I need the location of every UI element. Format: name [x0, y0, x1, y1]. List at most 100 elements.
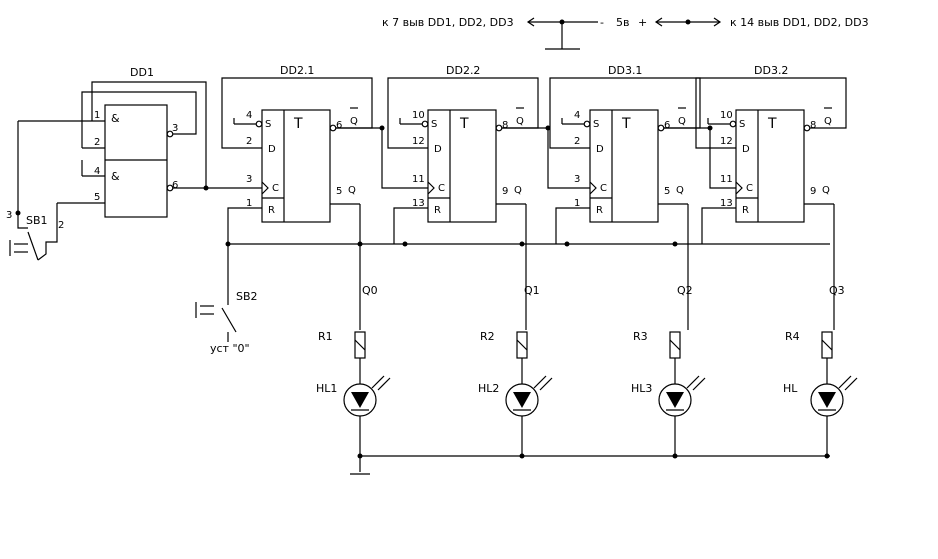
svg-text:3: 3 [6, 210, 12, 221]
flipflop-name: DD2.1 [280, 64, 314, 77]
power-ground-label: к 7 выв DD1, DD2, DD3 [382, 16, 514, 29]
svg-text:2: 2 [94, 137, 100, 148]
svg-text:D: D [596, 144, 604, 155]
resistor-label: R3 [633, 330, 648, 343]
svg-text:12: 12 [412, 136, 425, 147]
svg-text:5: 5 [664, 186, 670, 197]
svg-text:&: & [111, 170, 120, 183]
clock-link-3 [664, 125, 736, 189]
svg-text:6: 6 [172, 180, 178, 191]
svg-text:2: 2 [574, 136, 580, 147]
svg-text:11: 11 [720, 174, 733, 185]
svg-text:11: 11 [412, 174, 425, 185]
svg-text:5: 5 [336, 186, 342, 197]
flipflop-t-label: T [621, 116, 631, 132]
svg-text:2: 2 [58, 220, 64, 231]
svg-text:D: D [434, 144, 442, 155]
sb1-switch[interactable]: 3 SB1 2 [6, 121, 64, 261]
power-plus: + [638, 16, 647, 29]
svg-text:4: 4 [94, 166, 100, 177]
svg-text:Q: Q [678, 116, 686, 127]
svg-text:R: R [596, 205, 603, 216]
svg-text:уст "0": уст "0" [210, 342, 250, 355]
svg-text:6: 6 [664, 120, 670, 131]
svg-text:Q: Q [350, 116, 358, 127]
svg-text:Q: Q [824, 116, 832, 127]
flipflop-name: DD2.2 [446, 64, 480, 77]
svg-text:Q: Q [516, 116, 524, 127]
power-minus: - [600, 16, 604, 29]
svg-text:Q: Q [348, 185, 356, 196]
reset-bus [225, 241, 830, 247]
svg-text:Q: Q [676, 185, 684, 196]
power-voltage: 5в [616, 16, 629, 29]
svg-text:SB2: SB2 [236, 290, 258, 303]
flipflop-body [261, 109, 331, 223]
svg-text:Q: Q [514, 185, 522, 196]
svg-text:5: 5 [94, 192, 100, 203]
svg-text:S: S [593, 119, 599, 130]
svg-text:R: R [742, 205, 749, 216]
svg-text:3: 3 [246, 174, 252, 185]
flipflop-body [589, 109, 659, 223]
flipflop-body [427, 109, 497, 223]
clock-link-1 [336, 125, 428, 189]
svg-text:1: 1 [574, 198, 580, 209]
svg-text:C: C [438, 183, 445, 194]
svg-text:D: D [268, 144, 276, 155]
output-q-label: Q3 [829, 284, 845, 297]
svg-text:S: S [431, 119, 437, 130]
svg-text:3: 3 [172, 123, 178, 134]
svg-text:10: 10 [720, 110, 733, 121]
clock-link-2 [502, 125, 590, 189]
svg-text:4: 4 [246, 110, 252, 121]
svg-text:6: 6 [336, 120, 342, 131]
svg-text:S: S [265, 119, 271, 130]
svg-text:SB1: SB1 [26, 214, 48, 227]
output-q-label: Q1 [524, 284, 540, 297]
svg-text:13: 13 [720, 198, 733, 209]
svg-text:10: 10 [412, 110, 425, 121]
output-q-label: Q0 [362, 284, 378, 297]
svg-text:&: & [111, 112, 120, 125]
led-label: HL [783, 382, 798, 395]
svg-text:9: 9 [502, 186, 508, 197]
flipflop-name: DD3.2 [754, 64, 788, 77]
power-supply: к 7 выв DD1, DD2, DD3 - 5в + к 14 выв DD… [382, 16, 869, 50]
led-label: HL2 [478, 382, 499, 395]
resistor-label: R1 [318, 330, 333, 343]
svg-text:R: R [434, 205, 441, 216]
svg-text:1: 1 [246, 198, 252, 209]
svg-text:C: C [600, 183, 607, 194]
led-label: HL3 [631, 382, 652, 395]
dd1-body [104, 104, 168, 218]
svg-text:8: 8 [502, 120, 508, 131]
resistor-label: R2 [480, 330, 495, 343]
svg-text:2: 2 [246, 136, 252, 147]
power-supply-label: к 14 выв DD1, DD2, DD3 [730, 16, 869, 29]
svg-text:D: D [742, 144, 750, 155]
svg-text:1: 1 [94, 110, 100, 121]
ground-bus [350, 455, 830, 475]
flipflop-t-label: T [459, 116, 469, 132]
svg-text:C: C [272, 183, 279, 194]
svg-text:C: C [746, 183, 753, 194]
svg-text:13: 13 [412, 198, 425, 209]
svg-text:9: 9 [810, 186, 816, 197]
flipflop-t-label: T [293, 116, 303, 132]
output-q-label: Q2 [677, 284, 693, 297]
dd1-title: DD1 [130, 66, 154, 79]
flipflop-t-label: T [767, 116, 777, 132]
sb2-switch[interactable]: SB2 уст "0" [195, 244, 258, 355]
resistor-label: R4 [785, 330, 800, 343]
svg-text:4: 4 [574, 110, 580, 121]
svg-text:R: R [268, 205, 275, 216]
